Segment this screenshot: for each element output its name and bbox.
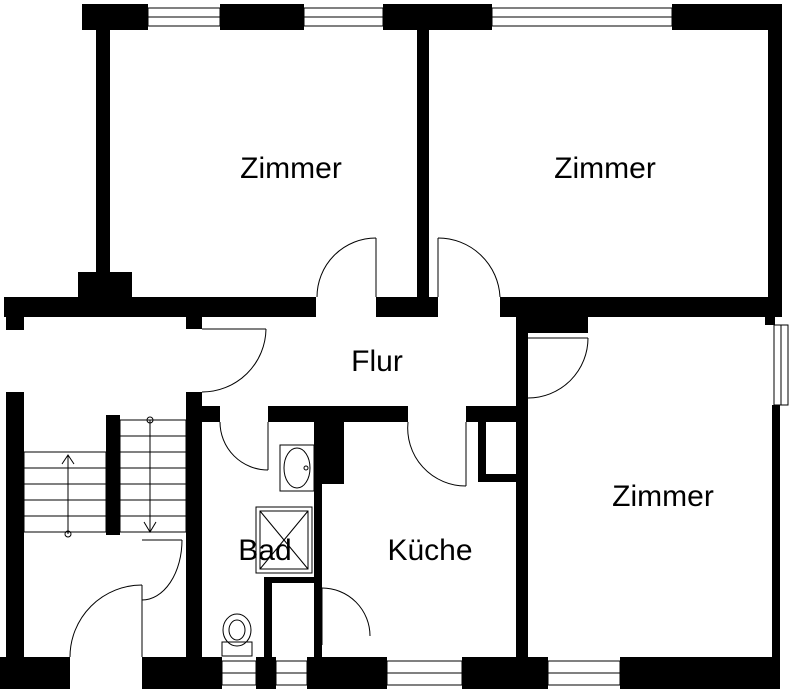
room-label-flur: Flur bbox=[351, 345, 403, 378]
washbasin-icon bbox=[279, 444, 315, 492]
room-label-zimmer-2: Zimmer bbox=[554, 152, 656, 185]
staircase bbox=[23, 416, 187, 538]
fixtures bbox=[221, 444, 315, 657]
room-label-kueche: Küche bbox=[387, 534, 472, 567]
shower-icon bbox=[255, 506, 313, 574]
room-label-bad: Bad bbox=[238, 534, 291, 567]
room-label-zimmer-1: Zimmer bbox=[240, 152, 342, 185]
room-labels: Zimmer Zimmer Flur Zimmer Küche Bad bbox=[238, 152, 714, 567]
exterior-walls bbox=[0, 4, 782, 689]
windows bbox=[147, 7, 789, 686]
room-label-zimmer-3: Zimmer bbox=[612, 480, 714, 513]
interior-walls bbox=[4, 22, 782, 660]
toilet-icon bbox=[221, 613, 253, 657]
doors bbox=[69, 237, 589, 658]
